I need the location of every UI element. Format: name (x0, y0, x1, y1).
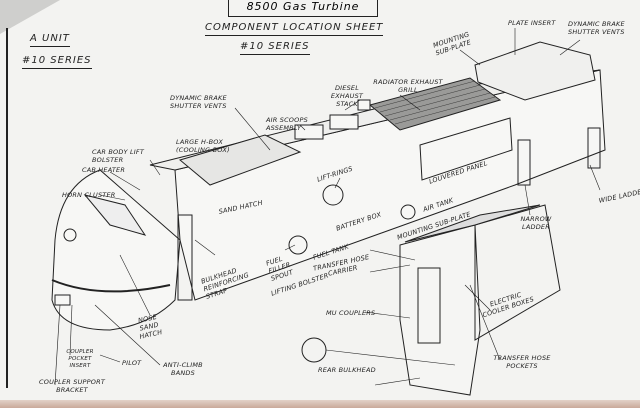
fuel-filler (288, 235, 308, 255)
wide-ladder (587, 127, 601, 169)
label-coupler-pocket: Coupler Pocket Insert (66, 349, 94, 369)
louvered-panel (419, 117, 513, 181)
leader-lines (54, 28, 601, 386)
label-cab-heater: Cab Heater (82, 166, 126, 174)
label-radiator-grill: Radiator Exhaust Grill (373, 78, 443, 94)
label-horn-cluster: Horn Cluster (62, 191, 116, 199)
air-tank (400, 204, 416, 220)
anti-climb-bands (51, 279, 171, 293)
sheet-edge (6, 28, 8, 388)
air-scoop-2 (329, 114, 359, 130)
label-mu-couplers: MU Couplers (326, 309, 376, 317)
sheet-bottom-edge (0, 400, 640, 408)
rear-roof-boxes (474, 41, 596, 101)
coupler (54, 294, 71, 306)
label-coupler-support: Coupler Support Bracket (39, 378, 105, 394)
label-anti-climb: Anti-Climb Bands (163, 361, 203, 377)
cab-door-ladder (177, 214, 193, 301)
label-plate-insert: Plate Insert (508, 19, 556, 27)
exhaust-stack (357, 99, 371, 111)
unit-label: A Unit (30, 33, 70, 47)
label-car-body-lift: Car Body Lift Bolster (92, 148, 145, 164)
rear-bulkhead-plate (417, 267, 441, 344)
label-dynamic-brake-front: Dynamic Brake Shutter Vents (170, 94, 227, 110)
lift-ring (322, 184, 344, 206)
headlight (63, 228, 77, 242)
label-diesel-exhaust: Diesel Exhaust Stack (330, 84, 364, 108)
narrow-ladder (517, 139, 531, 186)
sheet-subtitle: Component Location Sheet (205, 22, 384, 36)
label-transfer-hose-pockets: Transfer Hose Pockets (493, 354, 551, 370)
rear-end-side (474, 204, 561, 341)
radiator-grill (368, 77, 502, 131)
folded-corner (0, 0, 60, 34)
label-air-scoops: Air Scoops Assembly (266, 116, 308, 132)
label-narrow-ladder: Narrow Ladder (520, 215, 552, 231)
h-box (178, 134, 302, 186)
windshield (83, 194, 147, 236)
sheet-series: #10 Series (240, 41, 310, 55)
unit-series-label: #10 Series (22, 55, 92, 69)
rear-bulkhead-detail (301, 337, 327, 363)
label-large-h-box: Large H-Box (Cooling Box) (176, 138, 230, 154)
drawing-title: 8500 Gas Turbine (228, 0, 378, 17)
label-dynamic-brake-rear: Dynamic Brake Shutter Vents (568, 20, 625, 36)
grill-lines (374, 80, 496, 125)
label-rear-bulkhead: Rear Bulkhead (318, 366, 376, 374)
label-pilot: Pilot (122, 359, 142, 367)
rear-roof (404, 204, 541, 243)
air-scoop-1 (294, 124, 324, 140)
